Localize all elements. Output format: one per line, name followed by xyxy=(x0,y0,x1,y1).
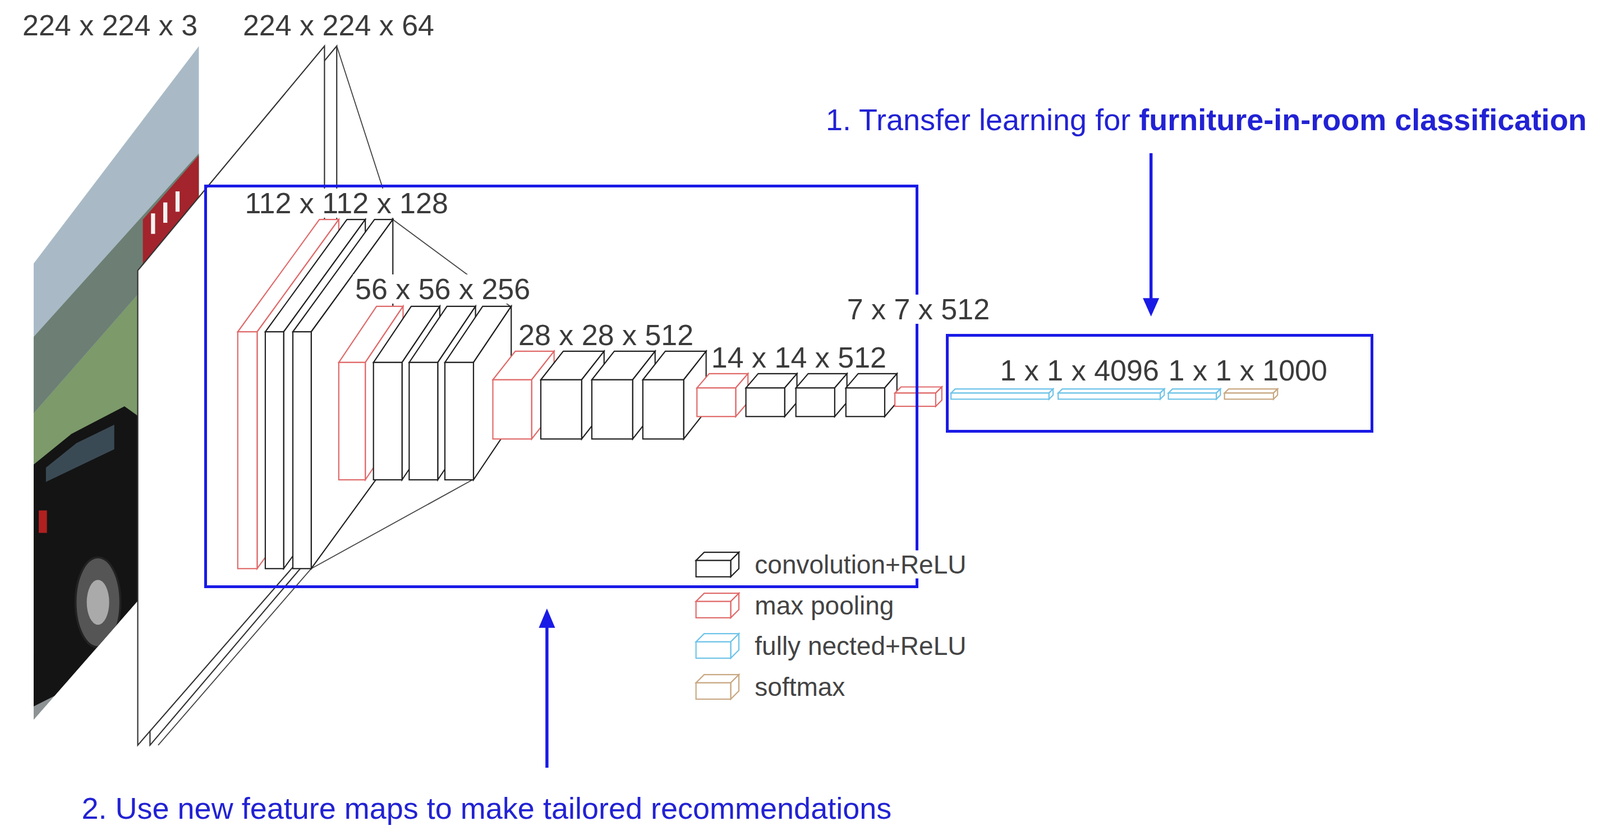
leader-arrow xyxy=(545,624,549,768)
layer-block xyxy=(696,373,748,417)
legend-text: fully nected+ReLU xyxy=(752,631,968,661)
arrow-head xyxy=(538,608,555,628)
annotation-text: 2. Use new feature maps to make tailored… xyxy=(81,791,893,825)
dimension-label: 7 x 7 x 512 xyxy=(844,294,992,324)
layer-block xyxy=(746,373,798,417)
layer-block xyxy=(1224,388,1278,399)
legend-swatch xyxy=(693,549,748,581)
arrow-head xyxy=(1142,297,1160,317)
layer-block xyxy=(950,388,1054,399)
layer-block xyxy=(695,674,739,700)
layer-block xyxy=(695,633,739,659)
legend-row: softmax xyxy=(693,671,848,703)
dimension-label: 56 x 56 x 256 xyxy=(352,274,533,304)
leader-arrow xyxy=(1149,153,1153,303)
annotation-text: 1. Transfer learning for xyxy=(825,102,1131,137)
legend-text: softmax xyxy=(752,672,847,702)
dimension-label: 112 x 112 x 128 xyxy=(242,188,451,218)
dimension-label: 1 x 1 x 1000 xyxy=(1166,355,1330,385)
legend-row: max pooling xyxy=(693,589,896,621)
layer-block xyxy=(1058,388,1165,399)
perspective-lines xyxy=(158,46,511,746)
layer-block xyxy=(695,592,739,618)
annotation-arrows xyxy=(538,153,1160,768)
layer-block xyxy=(894,386,942,407)
legend-swatch xyxy=(693,671,748,703)
layer-block xyxy=(1168,388,1221,399)
legend-text: max pooling xyxy=(752,590,896,620)
layer-block xyxy=(796,373,848,417)
legend-swatch xyxy=(693,630,748,662)
legend-row: fully nected+ReLU xyxy=(693,630,969,662)
network-layers xyxy=(237,219,1278,569)
legend-row: convolution+ReLU xyxy=(693,549,969,581)
conv-slabs xyxy=(138,46,338,746)
dimension-label: 14 x 14 x 512 xyxy=(709,342,889,372)
dimension-label: 224 x 224 x 3 xyxy=(20,10,200,40)
annotation-text: furniture-in-room classification xyxy=(1138,102,1587,137)
legend-swatch xyxy=(693,589,748,621)
dimension-label: 1 x 1 x 4096 xyxy=(998,355,1162,385)
layer-block xyxy=(846,373,898,417)
highlight-box: 2. Use new feature maps to make tailored… xyxy=(204,184,919,588)
layer-block xyxy=(695,552,739,577)
dimension-label: 224 x 224 x 64 xyxy=(240,10,437,40)
legend-text: convolution+ReLU xyxy=(752,550,968,579)
dimension-label: 28 x 28 x 512 xyxy=(516,320,696,350)
annotation: 1. Transfer learning forfurniture-in-roo… xyxy=(825,102,1587,137)
annotation: 2. Use new feature maps to make tailored… xyxy=(81,790,893,826)
perspective-line xyxy=(158,568,312,746)
